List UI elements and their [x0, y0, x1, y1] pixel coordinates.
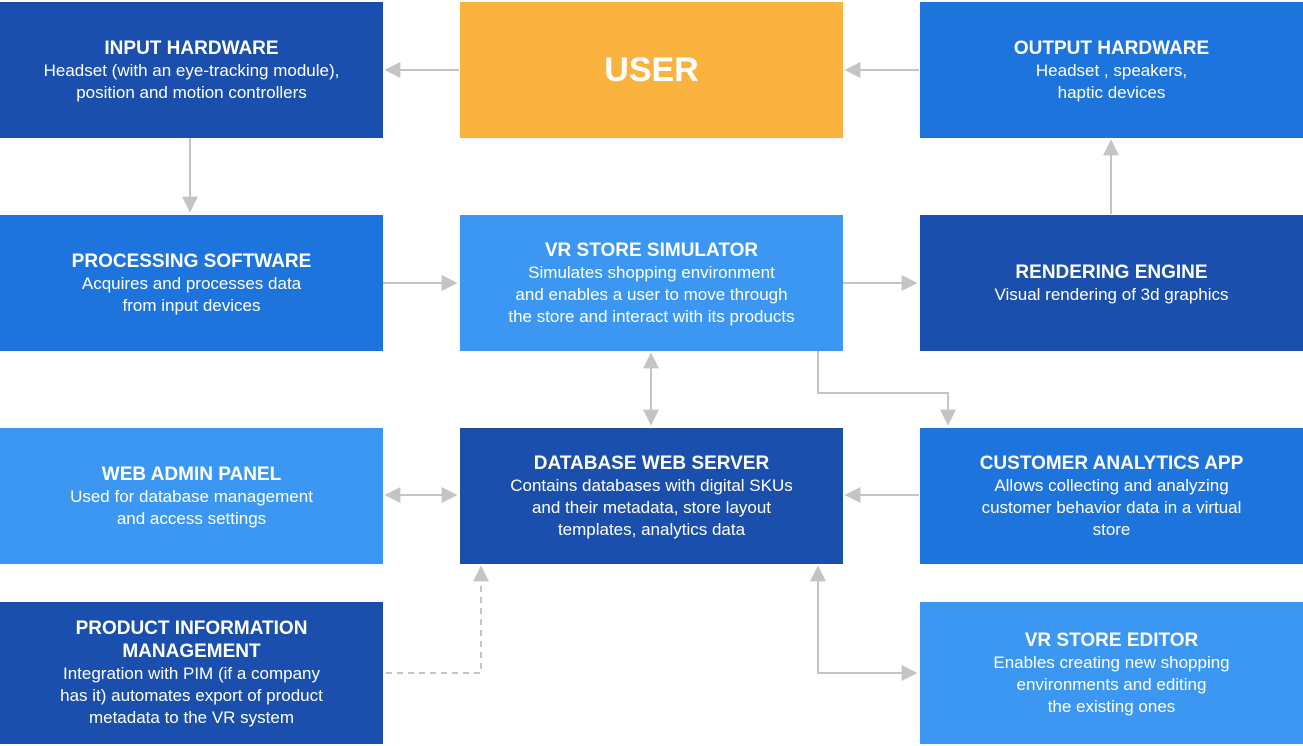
node-web-admin-panel: WEB ADMIN PANEL Used for database manage… [0, 428, 383, 564]
node-input-hardware: INPUT HARDWARE Headset (with an eye-trac… [0, 2, 383, 138]
node-customer-analytics-app: CUSTOMER ANALYTICS APP Allows collecting… [920, 428, 1303, 564]
node-description: Used for database management and access … [70, 486, 313, 528]
node-description: Simulates shopping environment and enabl… [508, 262, 795, 326]
node-description: Acquires and processes data from input d… [81, 273, 302, 315]
arrow-vr-store-editor-database-web-server [810, 565, 918, 681]
node-product-information-management: PRODUCT INFORMATION MANAGEMENT Integrati… [0, 602, 383, 744]
node-title: VR STORE EDITOR [1024, 629, 1199, 651]
node-description: Headset (with an eye-tracking module), p… [43, 60, 340, 102]
node-title: OUTPUT HARDWARE [1013, 37, 1210, 59]
node-title: VR STORE SIMULATOR [544, 239, 759, 261]
node-title: PRODUCT INFORMATION MANAGEMENT [75, 618, 308, 662]
node-title: RENDERING ENGINE [1015, 261, 1208, 283]
node-title: CUSTOMER ANALYTICS APP [979, 452, 1244, 474]
node-description: Contains databases with digital SKUs and… [510, 475, 793, 539]
arrow-vr-store-simulator-to-customer-analytics-app [817, 351, 956, 426]
node-rendering-engine: RENDERING ENGINE Visual rendering of 3d … [920, 215, 1303, 351]
node-title: PROCESSING SOFTWARE [71, 250, 312, 272]
node-vr-store-simulator: VR STORE SIMULATOR Simulates shopping en… [460, 215, 843, 351]
arrow-pim-to-database-web-server [386, 565, 489, 674]
node-description: Enables creating new shopping environmen… [993, 652, 1230, 716]
node-vr-store-editor: VR STORE EDITOR Enables creating new sho… [920, 602, 1303, 744]
node-user: USER [460, 2, 843, 138]
node-title: USER [604, 51, 699, 89]
node-title: DATABASE WEB SERVER [533, 452, 770, 474]
node-description: Visual rendering of 3d graphics [994, 284, 1229, 304]
node-database-web-server: DATABASE WEB SERVER Contains databases w… [460, 428, 843, 564]
node-processing-software: PROCESSING SOFTWARE Acquires and process… [0, 215, 383, 351]
node-title: WEB ADMIN PANEL [101, 463, 282, 485]
node-title: INPUT HARDWARE [104, 37, 279, 59]
node-output-hardware: OUTPUT HARDWARE Headset , speakers, hapt… [920, 2, 1303, 138]
node-description: Allows collecting and analyzing customer… [981, 475, 1242, 539]
node-description: Headset , speakers, haptic devices [1035, 60, 1188, 102]
node-description: Integration with PIM (if a company has i… [60, 664, 323, 727]
